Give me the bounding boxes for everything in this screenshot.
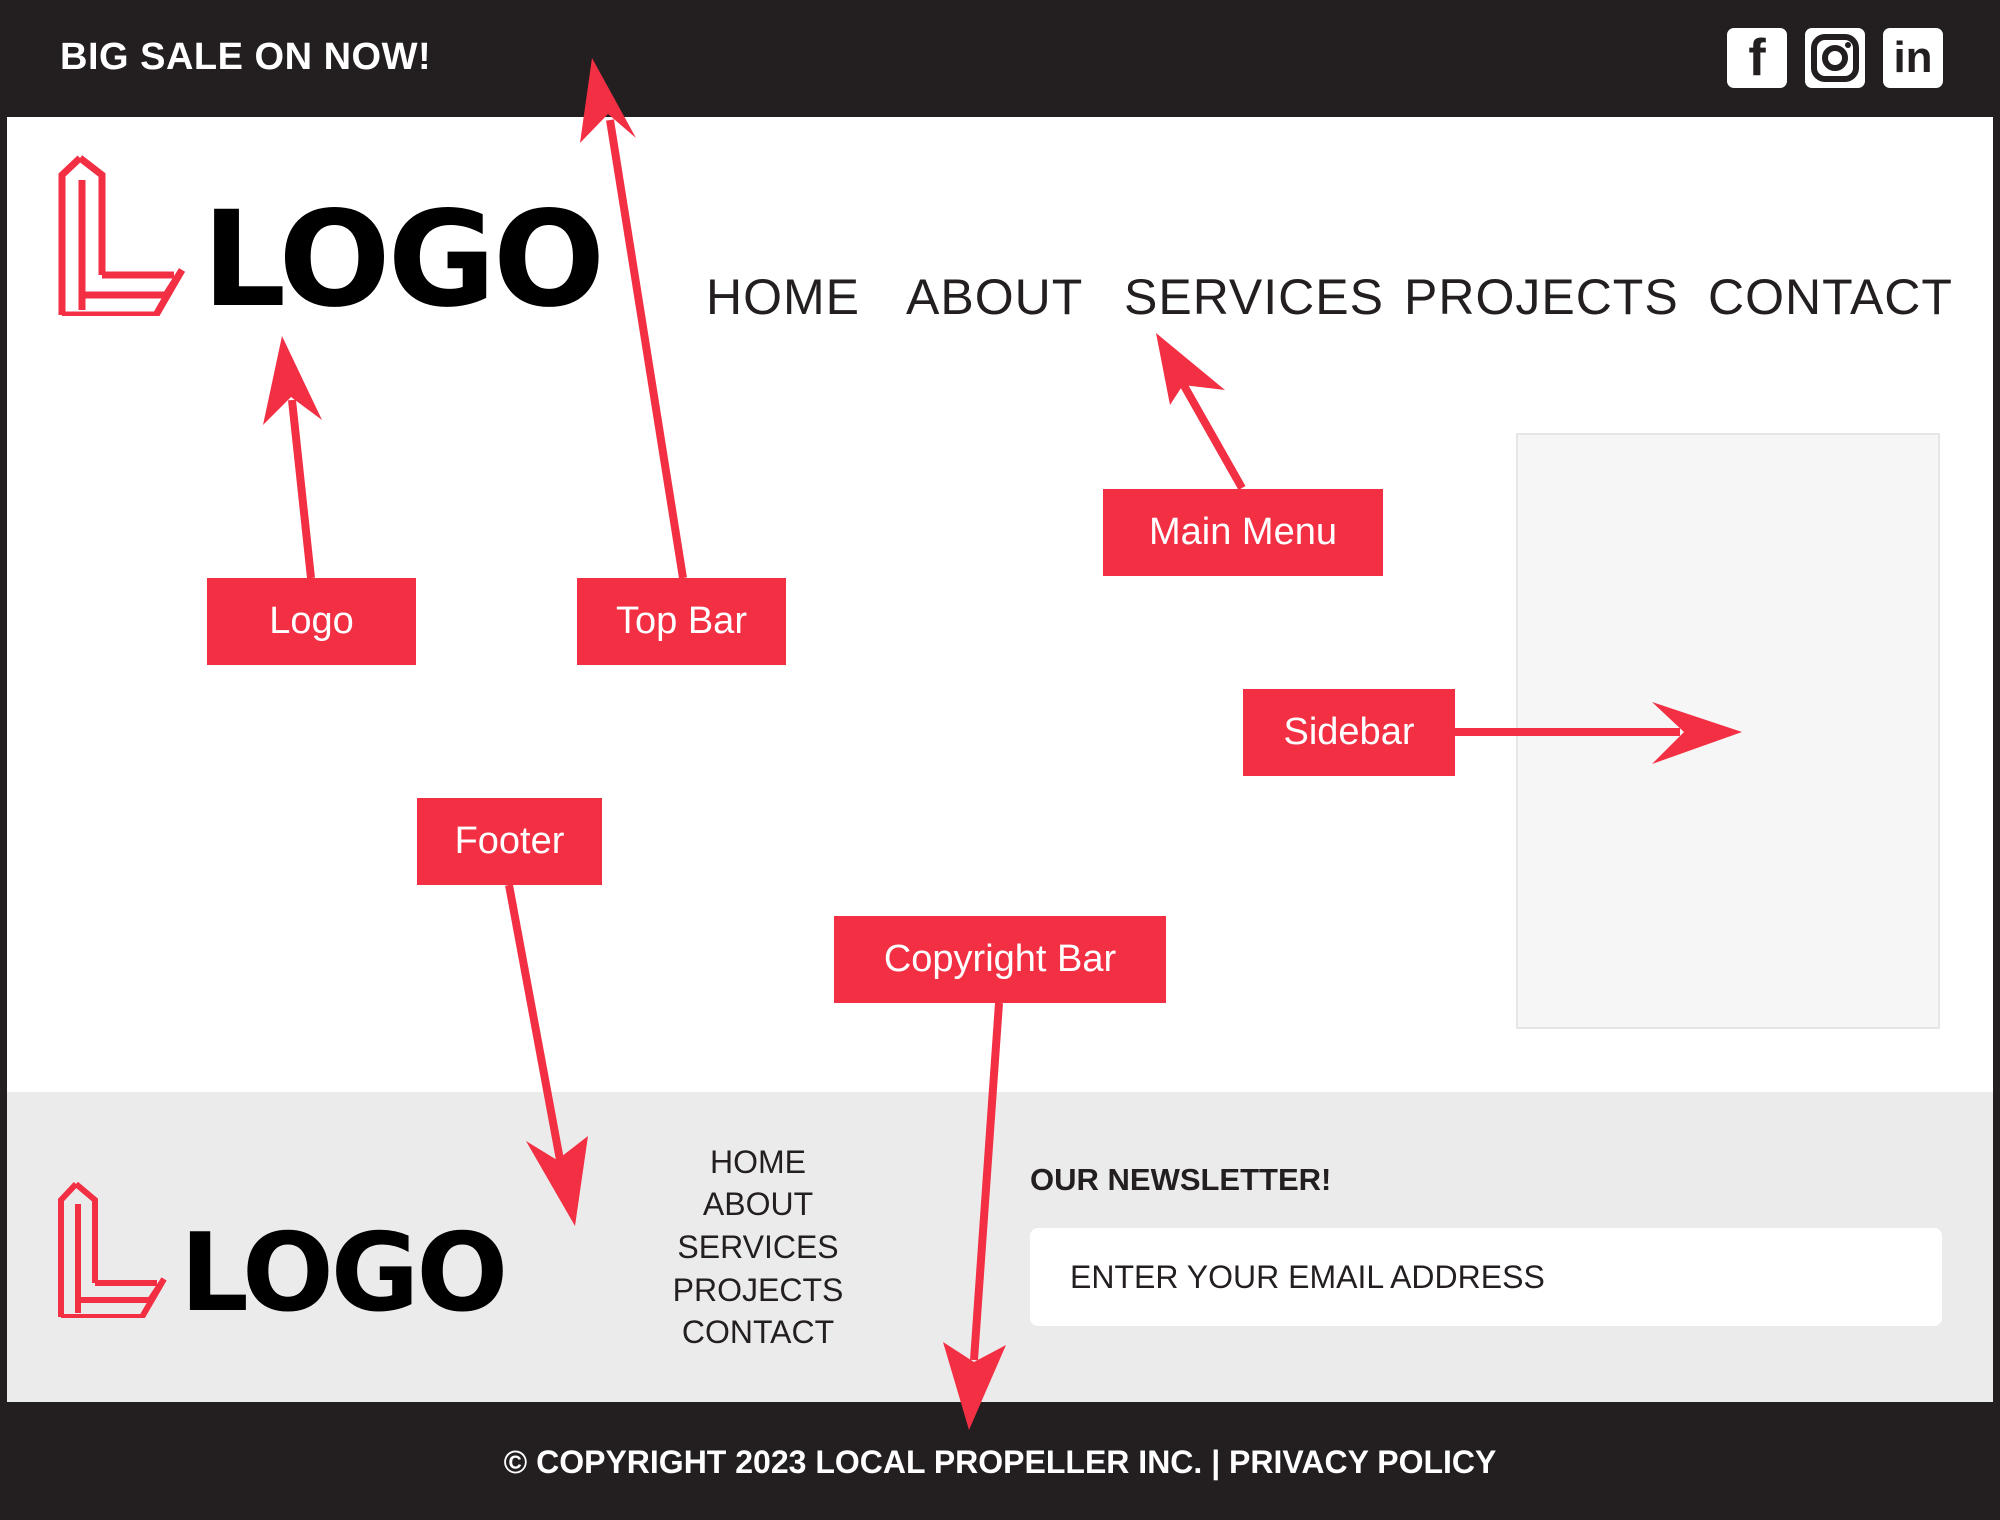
annotation-main-menu: Main Menu xyxy=(1103,489,1383,576)
annotation-top-bar: Top Bar xyxy=(577,578,786,665)
mainmenu-arrowhead xyxy=(1156,333,1225,405)
mainmenu-arrow-line xyxy=(1174,373,1246,490)
newsletter-email-input[interactable]: ENTER YOUR EMAIL ADDRESS xyxy=(1030,1228,1942,1326)
instagram-icon[interactable] xyxy=(1805,28,1865,88)
footer-logo-mark-icon xyxy=(58,1181,167,1318)
annotation-logo: Logo xyxy=(207,578,416,665)
nav-home[interactable]: HOME xyxy=(706,269,860,325)
nav-about[interactable]: ABOUT xyxy=(906,269,1084,325)
linkedin-glyph: in xyxy=(1893,33,1933,82)
facebook-glyph: f xyxy=(1748,29,1766,87)
sale-banner: BIG SALE ON NOW! xyxy=(60,36,432,78)
topbar-arrowhead xyxy=(580,58,636,143)
annotation-footer: Footer xyxy=(417,798,602,885)
newsletter-title: OUR NEWSLETTER! xyxy=(1030,1162,1332,1197)
copyright-arrow-line xyxy=(970,1002,1003,1361)
linkedin-icon[interactable]: in xyxy=(1883,28,1943,88)
logo-arrowhead xyxy=(263,336,322,425)
logo-arrow-line xyxy=(288,399,315,579)
footer-arrowhead xyxy=(526,1136,588,1226)
footer-arrow-line xyxy=(505,884,564,1161)
top-bar: BIG SALE ON NOW! f in xyxy=(0,0,2000,117)
logo-mark-icon xyxy=(58,155,186,316)
nav-contact[interactable]: CONTACT xyxy=(1708,269,1953,325)
copyright-text[interactable]: © COPYRIGHT 2023 LOCAL PROPELLER INC. | … xyxy=(503,1444,1497,1480)
facebook-icon[interactable]: f xyxy=(1727,28,1787,88)
sidebar-arrowhead xyxy=(1652,702,1742,764)
nav-projects[interactable]: PROJECTS xyxy=(1404,269,1679,325)
annotation-copyright-bar: Copyright Bar xyxy=(834,916,1166,1003)
header-logo-text[interactable]: LOGO xyxy=(202,183,605,337)
copyright-bar xyxy=(0,1402,2000,1520)
footer-logo-text[interactable]: LOGO xyxy=(180,1211,508,1336)
annotation-sidebar: Sidebar xyxy=(1243,689,1455,776)
topbar-arrow-line xyxy=(606,119,687,579)
copyright-arrowhead xyxy=(943,1342,1006,1430)
nav-services[interactable]: SERVICES xyxy=(1124,269,1384,325)
instagram-glyph xyxy=(1811,34,1859,82)
